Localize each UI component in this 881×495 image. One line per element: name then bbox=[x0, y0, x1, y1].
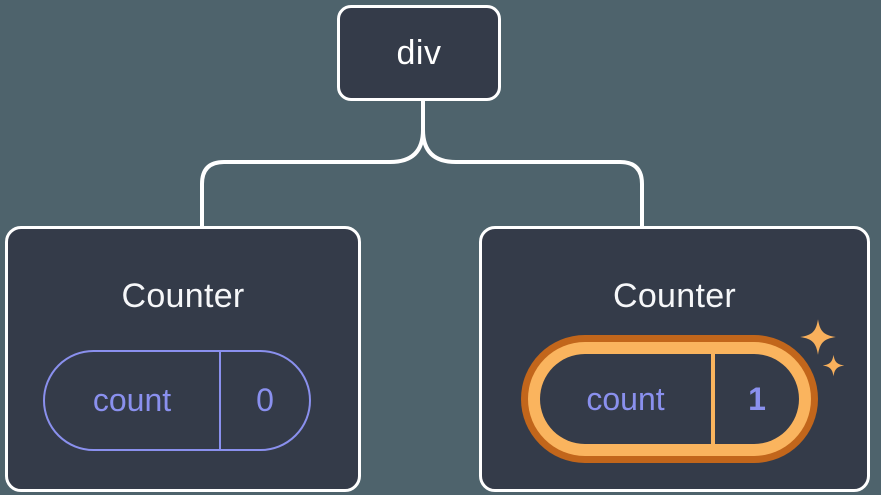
connector-right-branch bbox=[421, 99, 644, 228]
tree-node-counter-left: Counter count 0 bbox=[5, 226, 361, 492]
counter-right-state-pill-highlight: count 1 bbox=[521, 335, 818, 463]
counter-left-title: Counter bbox=[121, 277, 245, 315]
root-node-label: div bbox=[396, 33, 442, 72]
counter-left-state-key: count bbox=[92, 382, 172, 418]
counter-right-pill-divider bbox=[711, 354, 715, 444]
sparkle-icon-small bbox=[822, 354, 845, 377]
counter-right-state-value: 1 bbox=[748, 380, 766, 417]
counter-right-state-pill: count 1 bbox=[540, 354, 799, 444]
tree-node-div: div bbox=[337, 5, 501, 101]
sparkle-icon-large bbox=[800, 319, 836, 355]
connector-left-branch bbox=[200, 99, 425, 228]
counter-right-state-key: count bbox=[586, 380, 665, 417]
tree-node-counter-right: Counter count 1 bbox=[479, 226, 870, 492]
counter-right-title: Counter bbox=[612, 277, 737, 315]
counter-left-state-pill: count 0 bbox=[43, 350, 311, 451]
counter-left-pill-divider bbox=[219, 352, 221, 449]
counter-left-state-value: 0 bbox=[256, 382, 274, 418]
